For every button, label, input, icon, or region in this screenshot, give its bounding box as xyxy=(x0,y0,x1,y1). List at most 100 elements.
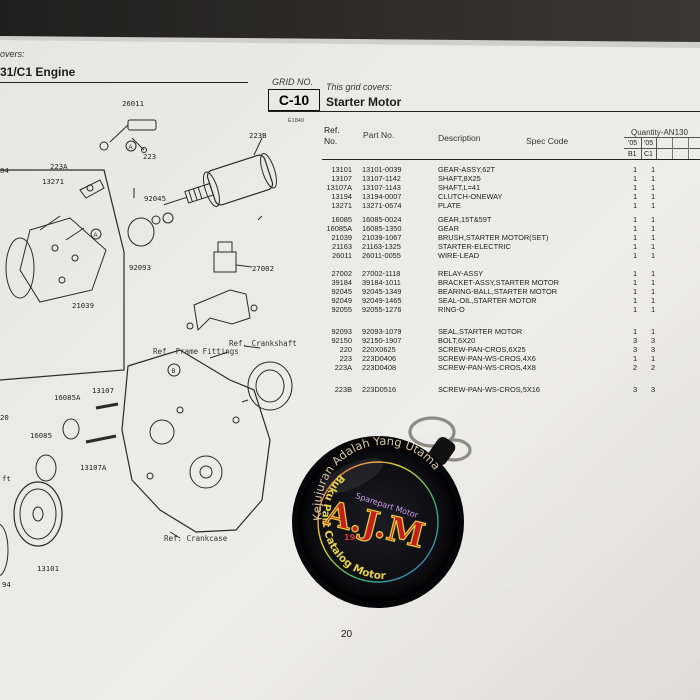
cell-q2: 1 xyxy=(651,174,656,184)
cell-desc: RELAY-ASSY xyxy=(438,268,484,278)
cell-ref: 26011 xyxy=(331,250,352,260)
cell-desc: SHAFT,8X25 xyxy=(438,174,481,184)
header-ref-no: Ref. No. xyxy=(324,125,340,146)
cell-q1: 1 xyxy=(633,174,638,184)
cell-q1: 3 xyxy=(633,344,638,354)
cell-part: 92045-1349 xyxy=(362,286,402,296)
cell-ref: 223 xyxy=(339,353,352,363)
cell-q2: 1 xyxy=(651,201,656,211)
cell-q2: 1 xyxy=(651,183,656,193)
cell-desc: STARTER-ELECTRIC xyxy=(438,241,511,251)
cell-q1: 2 xyxy=(633,362,638,372)
diagram-label: 21039 xyxy=(72,301,94,310)
cell-desc: GEAR xyxy=(438,223,459,233)
cell-q1: 1 xyxy=(633,232,638,242)
cell-ref: 21039 xyxy=(331,232,352,242)
diagram-label: 92093 xyxy=(129,263,151,272)
cell-q1: 1 xyxy=(633,353,638,363)
header-year1: '05 xyxy=(628,140,638,147)
cell-desc: SEAL-OIL,STARTER MOTOR xyxy=(438,295,537,305)
cell-q1: 1 xyxy=(633,250,638,260)
header-year2: '05 xyxy=(644,140,654,147)
exploded-diagram: A A xyxy=(0,119,293,577)
header-spec-code: Spec Code xyxy=(526,136,569,146)
cell-q1: 1 xyxy=(633,201,638,211)
cell-part: 13271-0674 xyxy=(362,201,402,211)
cell-ref: 92045 xyxy=(331,286,352,296)
diagram-label: 26011 xyxy=(122,99,144,108)
cell-q2: 1 xyxy=(651,268,656,278)
diagram-label: 13271 xyxy=(42,177,64,186)
cell-q2: 3 xyxy=(651,344,656,354)
page-number: 20 xyxy=(341,629,353,640)
cell-q1: 3 xyxy=(633,335,638,345)
cell-q2: 1 xyxy=(651,241,656,251)
cell-ref: 13107 xyxy=(331,174,352,184)
diagram-label: 94 xyxy=(2,580,11,589)
cell-part: 27002-1118 xyxy=(362,268,401,278)
cell-ref: 16085A xyxy=(326,223,352,233)
cell-q2: 3 xyxy=(651,384,656,394)
diagram-label: 13107 xyxy=(92,386,114,395)
diagram-label: 13107A xyxy=(80,463,107,472)
cell-part: 21039-1067 xyxy=(362,232,402,242)
cell-q1: 1 xyxy=(633,326,638,336)
cell-q2: 1 xyxy=(651,304,656,314)
cell-q1: 1 xyxy=(633,295,638,305)
cell-ref: 223A xyxy=(334,362,352,372)
diagram-label: 223A xyxy=(50,162,68,171)
cell-part: 13194-0007 xyxy=(362,192,402,202)
cell-part: 92055-1276 xyxy=(362,304,402,314)
diagram-label: 84 xyxy=(0,166,9,175)
cell-q1: 1 xyxy=(633,277,638,287)
cell-ref: 27002 xyxy=(331,268,352,278)
cell-q2: 1 xyxy=(651,223,656,233)
cell-part: 92049-1465 xyxy=(362,295,402,305)
cell-q2: 1 xyxy=(651,286,656,296)
cell-ref: 220 xyxy=(339,344,352,354)
cell-desc: BRACKET-ASSY,STARTER MOTOR xyxy=(438,277,560,287)
grid-id-box: C-10 xyxy=(268,89,320,111)
cell-part: 39184-1011 xyxy=(362,277,401,287)
qty-divider-2 xyxy=(656,138,657,160)
left-header-rule xyxy=(0,82,248,83)
ref-frame-fittings: Ref. Frame Fittings xyxy=(153,347,239,356)
svg-text:A: A xyxy=(129,145,133,151)
ref-crankshaft: Ref. Crankshaft xyxy=(229,339,297,348)
header-model2: C1 xyxy=(644,151,653,158)
ref-crankcase: Ref. Crankcase xyxy=(164,534,228,543)
cell-part: 220X0625 xyxy=(362,344,396,354)
diagram-label: 223 xyxy=(143,152,157,161)
cell-desc: WIRE-LEAD xyxy=(438,250,480,260)
keychain: Kejujuran Adalah Yang Utama Buku Part Ca… xyxy=(282,416,474,608)
left-title-line1: overs: xyxy=(0,49,25,59)
section-rule xyxy=(268,111,700,112)
cell-ref: 21163 xyxy=(331,241,352,251)
qty-divider-4 xyxy=(688,138,689,160)
diagram-label: 92045 xyxy=(144,194,166,203)
diagram-label: 27002 xyxy=(252,264,274,273)
cell-desc: CLUTCH-ONEWAY xyxy=(438,192,503,202)
header-description: Description xyxy=(438,133,481,143)
svg-text:B: B xyxy=(172,369,176,375)
cell-ref: 39184 xyxy=(331,277,352,287)
cell-q1: 1 xyxy=(633,223,638,233)
cell-q1: 1 xyxy=(633,304,638,314)
cell-ref: 92049 xyxy=(331,295,352,305)
cell-desc: GEAR,15T&59T xyxy=(438,214,492,224)
cell-part: 21163-1325 xyxy=(362,241,401,251)
cell-ref: 16085 xyxy=(331,214,352,224)
cell-q2: 1 xyxy=(651,232,656,242)
cell-part: 13107-1143 xyxy=(362,183,401,193)
cell-q2: 1 xyxy=(651,326,656,336)
cell-q1: 1 xyxy=(633,241,638,251)
cell-q2: 3 xyxy=(651,335,656,345)
cell-q2: 1 xyxy=(651,277,656,287)
cell-q2: 1 xyxy=(651,165,656,174)
diagram-label: 20 xyxy=(0,413,9,422)
cell-part: 223D0516 xyxy=(362,384,397,394)
cell-q1: 3 xyxy=(633,384,638,394)
diagram-label: 223B xyxy=(249,131,267,140)
cell-q2: 1 xyxy=(651,353,656,363)
header-model1: B1 xyxy=(628,151,637,158)
